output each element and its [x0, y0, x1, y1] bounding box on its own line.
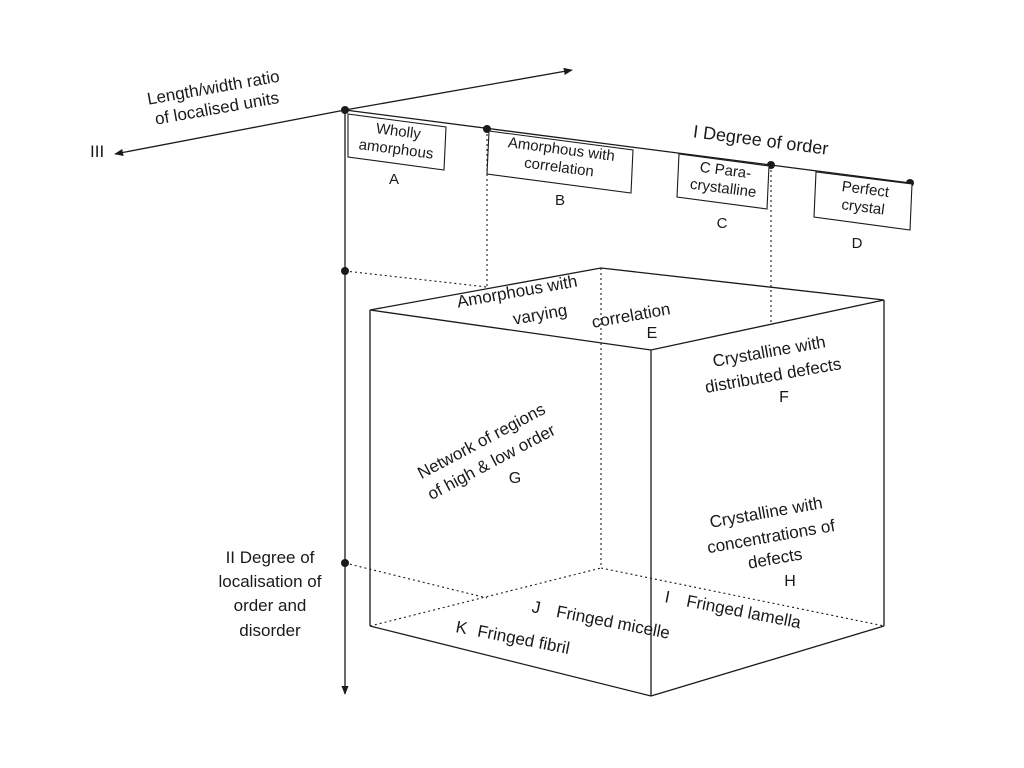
state-b-box: Amorphous with correlation	[486, 130, 634, 194]
svg-text:Wholly: Wholly	[375, 120, 422, 143]
state-k-letter: K	[454, 617, 469, 638]
cube	[369, 267, 885, 697]
axis-iii-label: Length/width ratio of localised units	[146, 67, 281, 129]
axis-iii-line	[114, 109, 346, 157]
origin-point	[341, 106, 349, 114]
state-f-letter: F	[779, 389, 789, 406]
state-i-letter: I	[663, 587, 671, 607]
axis-i-label: I Degree of order	[692, 121, 830, 158]
svg-text:correlation: correlation	[590, 299, 671, 331]
state-g-label: Network of regions of high & low order	[414, 399, 558, 503]
guide-ii-lower	[344, 562, 488, 599]
state-d-letter: D	[852, 235, 863, 252]
state-j-text: Fringed micelle	[555, 602, 672, 643]
svg-text:crystal: crystal	[840, 196, 885, 218]
state-b-letter: B	[555, 192, 565, 209]
state-j-letter: J	[530, 597, 542, 617]
state-h-label: Crystalline with concentrations of defec…	[706, 493, 837, 572]
axis-ii-label-line-2: localisation of	[218, 572, 321, 591]
state-a-letter: A	[389, 171, 399, 188]
axis-ii-label: II Degree of localisation of order and d…	[218, 548, 321, 640]
axis-i-line	[344, 109, 911, 184]
state-d-box: Perfect crystal	[813, 171, 913, 231]
svg-text:varying: varying	[511, 300, 568, 328]
axis-ii-label-line-1: II Degree of	[226, 548, 315, 567]
svg-text:Perfect: Perfect	[841, 178, 891, 201]
state-k-text: Fringed fibril	[476, 621, 571, 658]
axis-ii-label-line-4: disorder	[239, 621, 301, 640]
state-c-letter: C	[717, 215, 728, 232]
state-c-box: C Para- crystalline	[676, 153, 770, 210]
state-i-label: I Fringed lamella	[663, 587, 803, 632]
svg-text:C Para-: C Para-	[699, 159, 752, 183]
axis-iii-marker: III	[90, 142, 104, 161]
state-h-letter: H	[784, 573, 796, 590]
guide-ii-upper	[344, 270, 488, 288]
state-g-letter: G	[509, 470, 521, 487]
state-a-box: Wholly amorphous	[347, 113, 447, 171]
state-e-letter: E	[647, 325, 658, 342]
state-f-label: Crystalline with distributed defects	[703, 332, 842, 397]
state-e-label: Amorphous with varying correlation	[455, 272, 671, 332]
axis-length-width-arrow	[344, 67, 573, 111]
axis-ii-label-line-3: order and	[234, 596, 307, 615]
